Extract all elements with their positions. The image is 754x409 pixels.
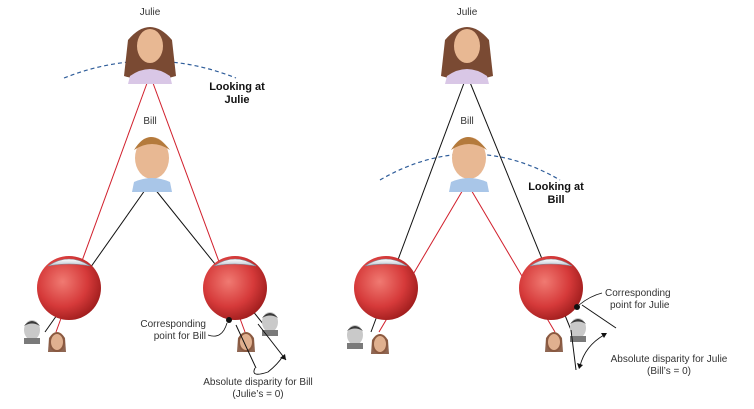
left-corr-line1: Corresponding (140, 319, 206, 330)
right-righteye-bill-image (570, 318, 586, 342)
left-righteye-julie-image (237, 332, 255, 352)
left-bill-portrait (132, 137, 172, 192)
right-disparity-tick-b (581, 304, 617, 329)
left-disparity-arrow (253, 355, 284, 375)
left-disp-line2: (Julie’s = 0) (232, 389, 283, 400)
right-disparity-arrow (579, 334, 605, 367)
left-righteye-bill-image (262, 312, 278, 336)
left-horopter-arc (63, 60, 237, 79)
right-lefteye-bill-image (347, 325, 363, 349)
right-disp-line1: Absolute disparity for Julie (611, 354, 728, 365)
left-panel-left-eye (37, 256, 101, 320)
right-looking-line2: Bill (547, 194, 564, 206)
right-panel-left-eye (354, 256, 418, 320)
left-panel-right-eye (203, 256, 267, 320)
right-righteye-julie-image (545, 332, 563, 352)
right-bill-portrait (449, 137, 489, 192)
right-julie-portrait (441, 27, 493, 84)
right-disp-line2: (Bill’s = 0) (647, 366, 691, 377)
left-bill-name: Bill (143, 116, 156, 127)
right-corr-line2: point for Julie (610, 300, 670, 311)
right-corr-line1: Corresponding (605, 288, 671, 299)
left-lefteye-julie-image (48, 332, 66, 352)
right-corr-leader (578, 292, 603, 306)
left-lefteye-bill-image (24, 320, 40, 344)
right-looking-line1: Looking at (528, 181, 584, 193)
left-corr-leader (207, 322, 228, 337)
left-disp-line1: Absolute disparity for Bill (203, 377, 313, 388)
left-disparity-tick-a (235, 324, 257, 369)
left-corr-line2: point for Bill (154, 331, 206, 342)
right-disparity-tick-a (570, 329, 577, 371)
left-looking-line1: Looking at (209, 81, 265, 93)
right-bill-name: Bill (460, 116, 473, 127)
left-looking-line2: Julie (224, 94, 249, 106)
left-corresponding-point (226, 317, 232, 323)
left-disparity-tick-b (257, 323, 287, 361)
right-panel: Julie Bill Looking at Bill Corresponding… (347, 7, 728, 377)
left-panel: Julie Bill Looking at Julie Correspondin… (24, 7, 313, 400)
left-julie-portrait (124, 27, 176, 84)
right-panel-right-eye (519, 256, 583, 320)
right-corresponding-point (574, 304, 580, 310)
right-julie-name: Julie (457, 7, 478, 18)
right-lefteye-julie-image (371, 334, 389, 354)
left-julie-name: Julie (140, 7, 161, 18)
